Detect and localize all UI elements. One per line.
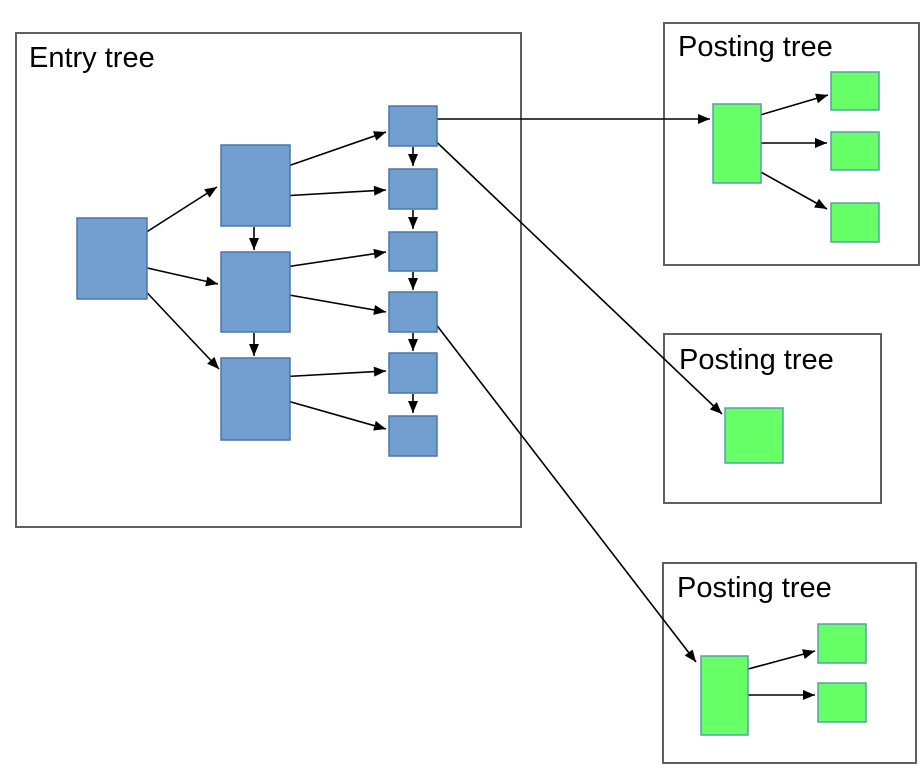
arrow-entry-internal-3-to-leaf-5	[277, 366, 387, 378]
entry-leaf-node-4	[388, 291, 438, 333]
arrow-posting-1-root-to-leaf-3	[749, 165, 828, 210]
posting-tree-3-label: Posting tree	[677, 572, 832, 604]
posting-tree-2-node	[724, 407, 784, 464]
arrow-entry-root-to-internal-2	[133, 264, 219, 287]
entry-leaf-node-6	[388, 415, 438, 457]
entry-leaf-node-3	[388, 231, 438, 272]
arrow-entry-internal-2-to-leaf-4	[271, 291, 387, 315]
entry-tree-label: Entry tree	[29, 42, 155, 74]
entry-leaf-node-1	[388, 105, 438, 147]
arrow-posting-1-root-to-leaf-1	[749, 93, 829, 119]
posting-tree-1-root-node	[712, 103, 762, 184]
arrow-entry-internal-2-to-leaf-3	[271, 248, 387, 270]
entry-internal-node-1	[220, 144, 291, 227]
posting-tree-1-leaf-node-3	[830, 202, 880, 243]
arrow-entry-internal-3-to-leaf-6	[276, 397, 387, 431]
posting-tree-2-label: Posting tree	[679, 344, 834, 376]
arrow-entry-root-to-internal-3	[135, 280, 220, 370]
posting-tree-1-leaf-node-2	[830, 131, 880, 171]
entry-leaf-node-2	[388, 168, 438, 210]
arrow-posting-3-root-to-leaf-1	[736, 649, 816, 673]
entry-internal-node-2	[220, 251, 291, 333]
posting-tree-3-leaf-node-1	[817, 623, 867, 664]
arrow-entry-root-to-internal-1	[133, 186, 218, 241]
entry-leaf-node-5	[388, 352, 438, 394]
entry-root-node	[76, 217, 148, 300]
arrow-entry-leaf-1-to-posting-tree-2	[423, 129, 723, 415]
arrow-entry-leaf-4-to-posting-tree-3	[424, 309, 697, 663]
posting-tree-3-leaf-node-2	[817, 682, 867, 723]
posting-tree-3-root-node	[700, 655, 749, 736]
entry-internal-node-3	[220, 357, 291, 441]
posting-tree-1-label: Posting tree	[678, 31, 833, 63]
posting-tree-1-leaf-node-1	[830, 71, 880, 111]
